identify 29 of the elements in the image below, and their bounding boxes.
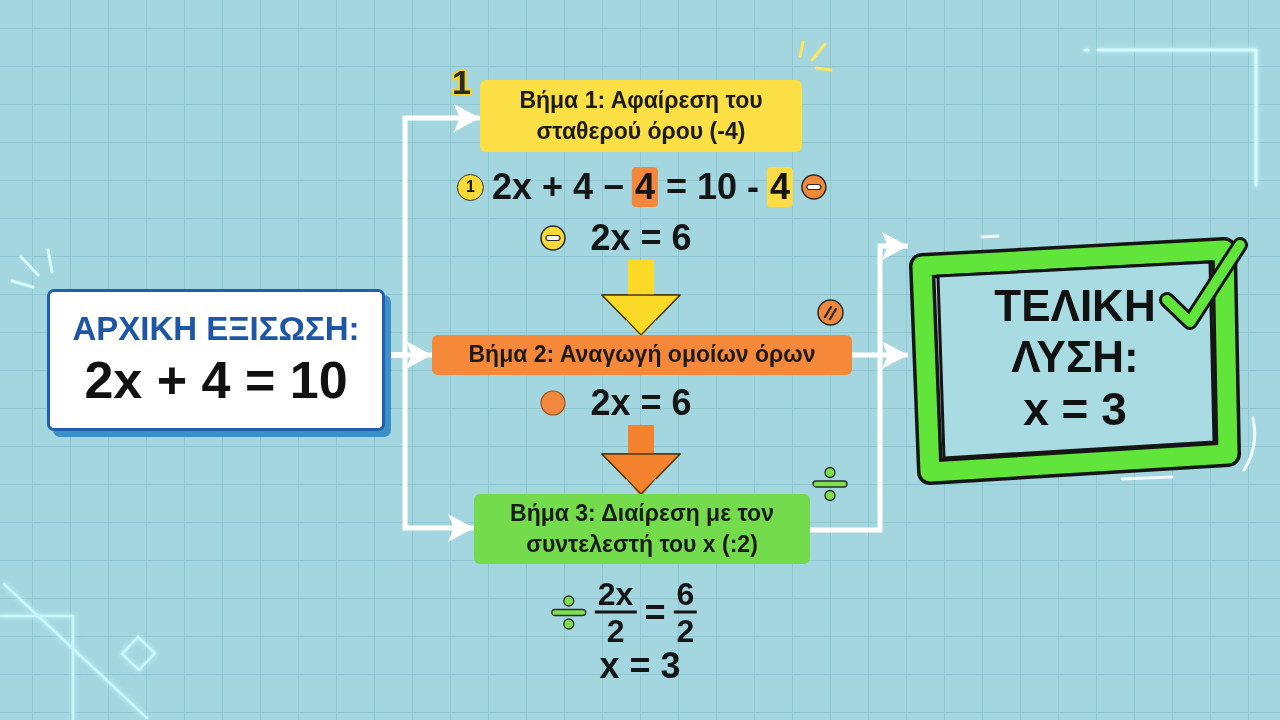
arrow xyxy=(852,341,908,369)
step-banner xyxy=(432,335,852,375)
equation-text: 2x = 6 xyxy=(584,381,698,425)
step-banner xyxy=(480,80,802,152)
highlighted-term: 4 xyxy=(767,167,794,207)
fraction-numerator: 2x xyxy=(594,576,637,614)
solution-heading: ΤΕΛΙΚΗ ΛΥΣΗ: xyxy=(994,280,1156,382)
equation-heading: ΑΡΧΙΚΗ ΕΞΙΣΩΣΗ: xyxy=(72,310,360,349)
equation-text: = xyxy=(644,592,666,632)
solution-frame xyxy=(908,236,1242,486)
equation-text: 2x + 4 = 10 xyxy=(84,352,348,410)
arrow xyxy=(810,232,908,533)
fraction-denominator: 2 xyxy=(676,613,695,648)
equation-text: x = 3 xyxy=(599,646,681,686)
fraction-denominator: 2 xyxy=(606,613,625,648)
equation-text: = 10 - xyxy=(666,167,760,207)
step-title: Βήμα 3: Διαίρεση με τον συντελεστή του x (:2) xyxy=(509,498,775,559)
block-arrow xyxy=(601,260,681,336)
step-title: Βήμα 2: Αναγωγή ομοίων όρων xyxy=(468,340,816,370)
equation-text: 2x = 6 xyxy=(584,216,698,260)
equation-text: x = 3 xyxy=(1023,382,1127,436)
highlighted-term: 4 xyxy=(632,167,659,207)
fraction-numerator: 6 xyxy=(673,576,698,614)
step-number: 1 xyxy=(452,64,471,100)
step-banner xyxy=(474,494,810,564)
step-title: Βήμα 1: Αφαίρεση του σταθερού όρου (-4) xyxy=(518,85,764,146)
step-number: 1 xyxy=(456,173,484,201)
block-arrow xyxy=(601,425,681,495)
equation-text: 2x + 4 − xyxy=(491,167,624,207)
